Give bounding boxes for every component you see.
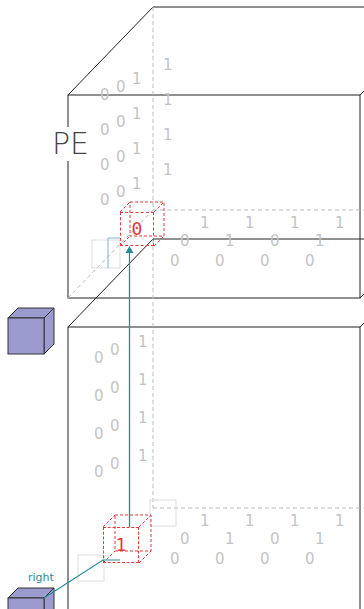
bit-digit: 0	[100, 86, 110, 104]
cube-line	[68, 239, 153, 327]
bit-digit: 1	[245, 512, 255, 530]
bit-digit: 1	[335, 214, 345, 232]
cube-line	[108, 238, 120, 268]
cube-line	[44, 588, 54, 609]
cube-line	[103, 515, 115, 527]
cube-line	[154, 202, 164, 212]
bit-digit: 1	[163, 126, 173, 144]
bit-digit: 1	[225, 530, 235, 548]
bit-digit: 1	[245, 214, 255, 232]
connector-line	[129, 252, 130, 527]
bit-digit: 1	[315, 232, 325, 250]
bit-digit: 0	[116, 78, 126, 96]
cube-line	[103, 551, 115, 563]
bit-digit: 1	[200, 214, 210, 232]
bit-digit: 0	[94, 425, 104, 443]
bit-digit: 1	[132, 140, 142, 158]
cube-line	[153, 7, 154, 210]
cube-line	[360, 323, 364, 327]
bit-digit: 1	[132, 105, 142, 123]
bit-digit: 0	[215, 550, 225, 568]
cube-line	[68, 95, 360, 298]
bit-digit: 1	[132, 70, 142, 88]
bit-cube: 1	[103, 527, 139, 563]
bit-digit: 0	[116, 148, 126, 166]
cube-line	[68, 7, 364, 609]
bit-digit: 0	[170, 550, 180, 568]
bit-digit: 0	[110, 379, 120, 397]
bit-digit: 0	[180, 232, 190, 250]
bit-digit: 1	[335, 512, 345, 530]
bit-cube: 0	[120, 212, 154, 246]
bit-digit: 0	[180, 530, 190, 548]
cube-line	[8, 598, 44, 609]
cube-line	[150, 500, 176, 526]
bit-digit: 1	[290, 214, 300, 232]
bit-digit: 0	[270, 530, 280, 548]
cube-line	[44, 308, 54, 354]
bit-digit: 1	[163, 56, 173, 74]
bit-digit: 0	[94, 387, 104, 405]
cube-line	[120, 236, 130, 246]
bit-digit: 0	[110, 417, 120, 435]
cube-line	[153, 7, 364, 8]
bit-digit: 1	[200, 512, 210, 530]
bit-digit: 0	[116, 183, 126, 201]
cube-line	[68, 7, 364, 508]
cube-line	[44, 560, 120, 598]
cube-line	[360, 91, 364, 95]
bit-digit: 1	[163, 161, 173, 179]
cube-line	[92, 240, 120, 268]
title-fragment: PE	[50, 127, 91, 161]
cube-line	[68, 210, 153, 298]
bit-digit: 0	[100, 156, 110, 174]
cube-line	[360, 294, 364, 298]
cube-line	[153, 508, 364, 509]
cube-line	[68, 327, 360, 609]
bit-digit: 0	[260, 252, 270, 270]
bit-digit: 0	[215, 252, 225, 270]
bit-digit: 1	[225, 232, 235, 250]
cube-line	[120, 202, 130, 212]
bit-digit: 1	[138, 447, 148, 465]
bit-digit: 0	[305, 252, 315, 270]
bit-digit: 0	[110, 341, 120, 359]
bit-digit: 1	[132, 175, 142, 193]
bit-digit: 0	[260, 550, 270, 568]
bit-digit: 1	[138, 371, 148, 389]
cube-line	[139, 551, 151, 563]
path-connector	[126, 246, 134, 527]
bit-digit: 0	[170, 252, 180, 270]
bit-value: 1	[116, 535, 127, 555]
bit-digit: 0	[94, 349, 104, 367]
cube-line	[8, 308, 54, 609]
bit-digit: 0	[94, 463, 104, 481]
bit-digit: 1	[163, 91, 173, 109]
cube-line	[68, 7, 153, 95]
bit-digit: 1	[138, 409, 148, 427]
bit-digit: 0	[305, 550, 315, 568]
cube-line	[153, 239, 154, 508]
bit-digit: 0	[270, 232, 280, 250]
bit-digit: 0	[100, 191, 110, 209]
bit-digit: 1	[315, 530, 325, 548]
bit-digit: 0	[100, 121, 110, 139]
bit-digit: 0	[110, 455, 120, 473]
bit-value: 0	[132, 219, 143, 239]
direction-label: right	[28, 571, 54, 584]
cube-line	[153, 210, 364, 211]
cube-line	[139, 515, 151, 527]
bit-digit: 1	[138, 333, 148, 351]
cube-line	[78, 240, 176, 581]
cube-line	[154, 236, 164, 246]
cube-line	[103, 202, 164, 563]
bit-digit: 1	[290, 512, 300, 530]
cube-line	[8, 318, 44, 354]
bit-digit: 0	[116, 113, 126, 131]
arrow-head	[126, 246, 134, 253]
